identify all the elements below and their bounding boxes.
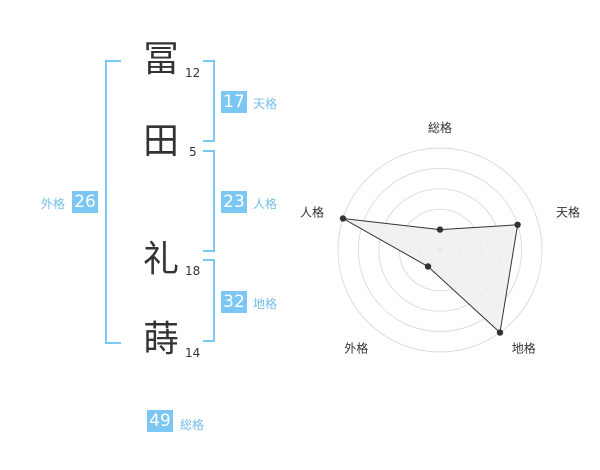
radar-point-4 xyxy=(424,263,432,270)
radar-point-5 xyxy=(339,215,347,222)
chikaku-label: 地格 xyxy=(253,297,278,311)
name-char-4: 蒔 xyxy=(143,319,180,360)
chikaku-value: 32 xyxy=(221,291,247,313)
gaikaku-value: 26 xyxy=(72,191,98,213)
radar-grid-ring-4 xyxy=(357,167,523,333)
radar-point-2 xyxy=(514,221,521,228)
tenkaku-value: 17 xyxy=(221,91,247,113)
radar-grid-ring-5 xyxy=(337,147,543,353)
stroke-count-2: 5 xyxy=(189,145,197,159)
soukaku-value: 49 xyxy=(147,410,173,432)
gaikaku-bracket xyxy=(105,60,121,344)
radar-axis-label-1: 総格 xyxy=(428,120,452,135)
tenkaku-bracket xyxy=(203,60,215,142)
stroke-count-1: 12 xyxy=(185,66,201,80)
radar-axis-label-2: 天格 xyxy=(556,204,580,219)
name-char-1: 冨 xyxy=(143,39,180,80)
jinkaku-bracket xyxy=(203,150,215,252)
chikaku-bracket xyxy=(203,259,215,342)
soukaku-label: 総格 xyxy=(180,418,205,432)
radar-point-3 xyxy=(496,329,504,336)
name-char-3: 礼 xyxy=(143,239,180,280)
stroke-count-3: 18 xyxy=(185,264,201,278)
radar-axis-label-5: 人格 xyxy=(300,204,324,219)
tenkaku-label: 天格 xyxy=(253,97,278,111)
gaikaku-label: 外格 xyxy=(41,197,66,211)
stroke-count-4: 14 xyxy=(185,346,201,360)
name-char-2: 田 xyxy=(143,121,180,162)
radar-axis-label-3: 地格 xyxy=(512,341,536,356)
jinkaku-value: 23 xyxy=(221,191,247,213)
radar-series-area xyxy=(342,217,519,334)
radar-point-1 xyxy=(436,226,444,233)
radar-axis-label-4: 外格 xyxy=(344,341,368,356)
jinkaku-label: 人格 xyxy=(253,197,278,211)
